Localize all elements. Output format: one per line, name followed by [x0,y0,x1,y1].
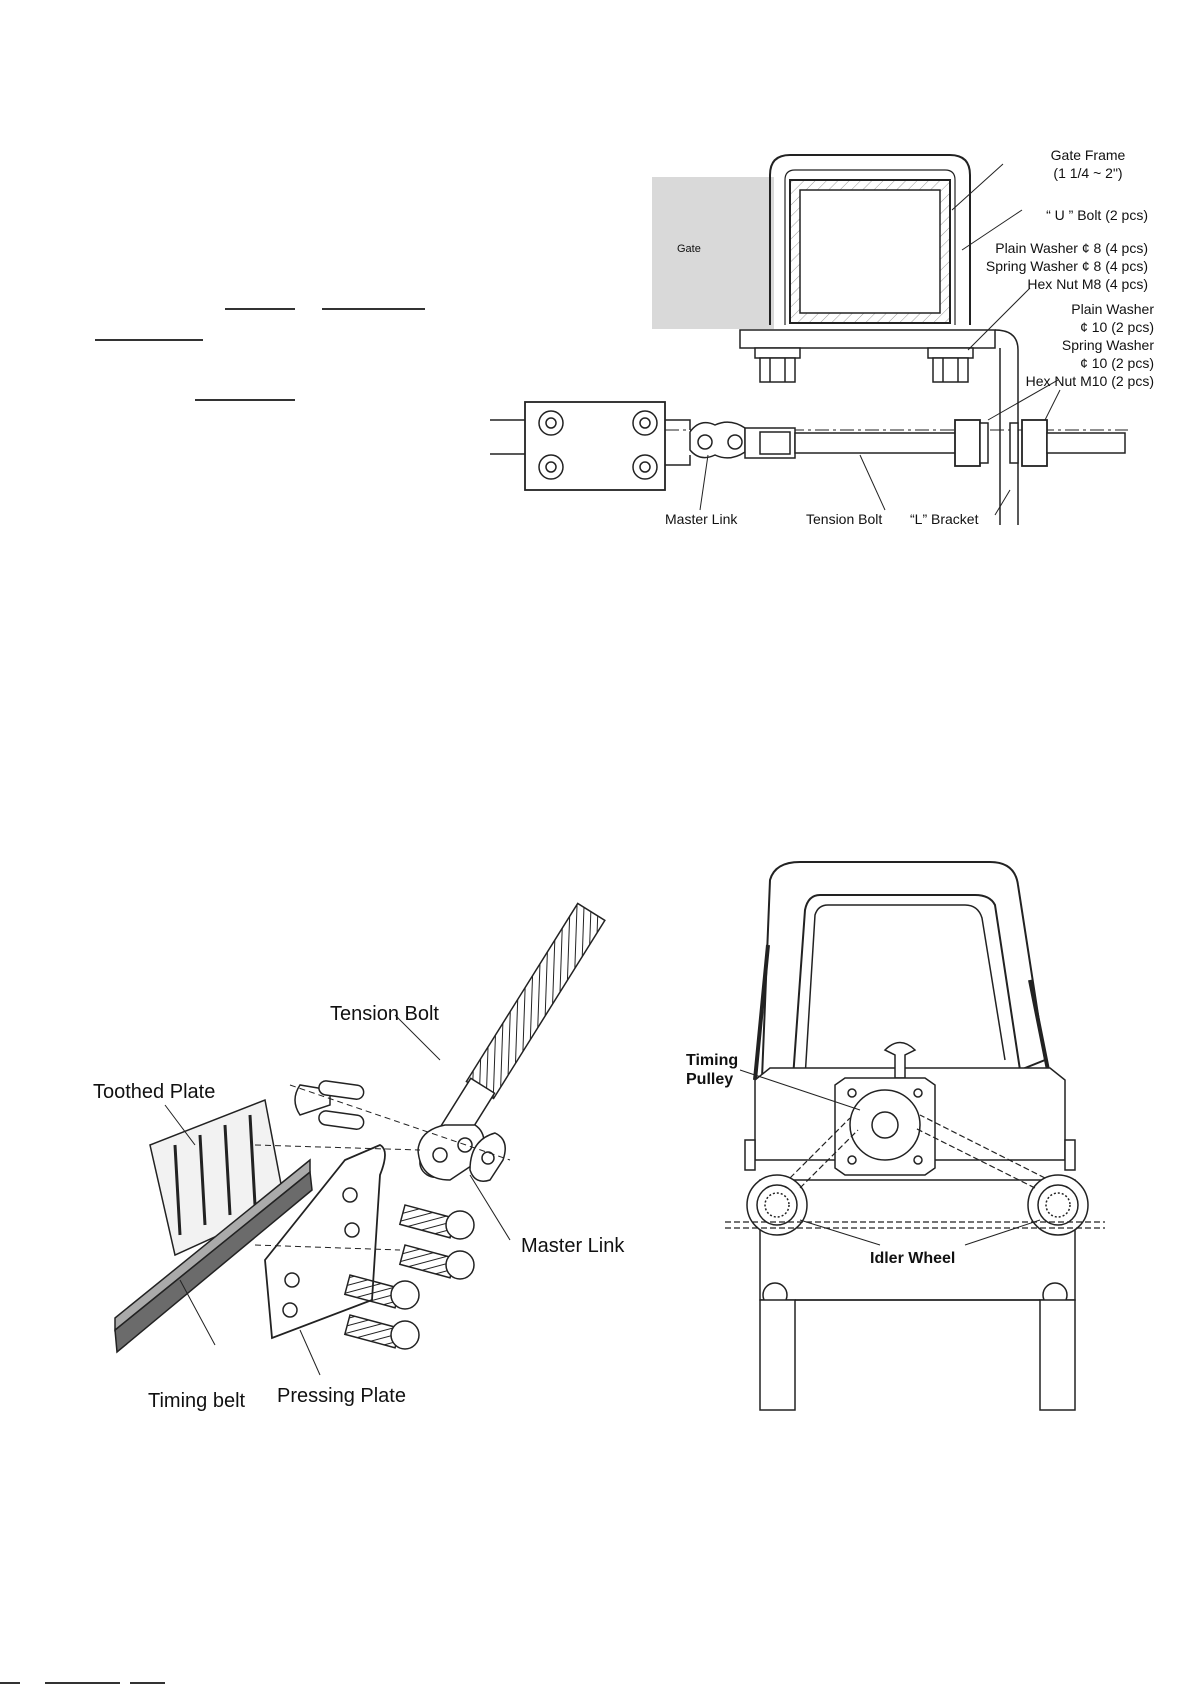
link-pins [294,1080,365,1130]
hex-nut-m8-left [754,347,801,383]
gate-frame-size-label: (1 1/4 ~ 2") [1053,165,1122,181]
plain-washer-10-qty-label: ¢ 10 (2 pcs) [1080,319,1154,335]
plain-washer-label: Plain Washer [1071,301,1154,317]
hex-nut-m8-label: Hex Nut M8 (4 pcs) [1027,276,1148,292]
hex-nut-m8-right [927,347,974,383]
top-diagram-labels: Gate Gate Frame (1 1/4 ~ 2") “ U ” Bolt … [665,147,1154,527]
timing-belt-path [725,1114,1105,1229]
gate-frame-mounting-diagram [490,154,1128,525]
tension-bolt-rod [794,432,971,454]
l-bracket-label: “L” Bracket [910,511,979,527]
motor-front-view-diagram [725,861,1105,1411]
exploded-diagram-labels: Tension Bolt Toothed Plate Master Link T… [93,1003,625,1412]
idler-wheel-label: Idler Wheel [870,1250,955,1267]
l-bracket [994,329,1019,525]
clamp-screws-exploded [343,1204,457,1349]
idler-wheel-left [746,1174,808,1236]
timing-belt-part [114,1158,313,1354]
plain-washer-8-label: Plain Washer ¢ 8 (4 pcs) [995,240,1148,256]
timing-label: Timing [686,1052,738,1069]
toothed-plate-callout: Toothed Plate [93,1081,215,1103]
exploded-belt-clamp-diagram [114,902,606,1376]
u-bolt-label: “ U ” Bolt (2 pcs) [1046,207,1148,223]
pressing-plate-callout: Pressing Plate [277,1385,406,1407]
timing-belt-callout: Timing belt [148,1390,246,1412]
motor-base [759,1179,1076,1301]
gate-frame-label: Gate Frame [1051,147,1126,163]
motor-diagram-labels: Timing Pulley Idler Wheel [686,1052,955,1267]
clamp-screws [538,410,658,480]
spring-washer-label: Spring Washer [1062,337,1154,353]
spring-washer-8-label: Spring Washer ¢ 8 (4 pcs) [986,258,1148,274]
gate-label: Gate [677,243,701,255]
master-link-callout: Master Link [521,1235,625,1257]
spring-washer-10-qty-label: ¢ 10 (2 pcs) [1080,355,1154,371]
belt-clamp-plate [524,401,666,491]
hex-nut-m10-label: Hex Nut M10 (2 pcs) [1026,373,1154,389]
tension-bolt-label: Tension Bolt [806,511,882,527]
faint-text-underlines [95,308,425,401]
pulley-label: Pulley [686,1071,733,1088]
mounting-plate [739,329,996,349]
u-bolt [769,154,971,325]
toothed-plate-part [149,1098,286,1257]
gate-block [652,177,774,329]
idler-wheel-right [1027,1174,1089,1236]
tension-bolt-callout: Tension Bolt [330,1003,439,1025]
master-link-label: Master Link [665,511,738,527]
